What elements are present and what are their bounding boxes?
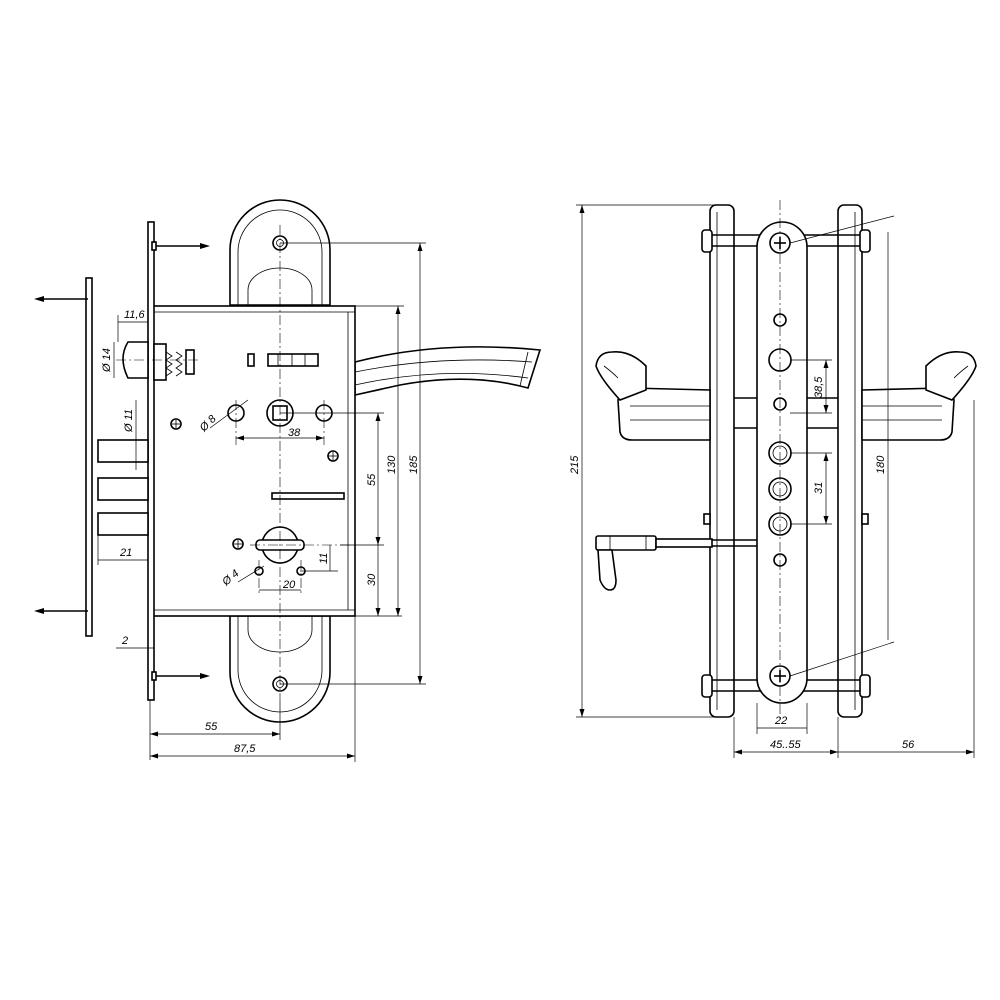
screw-icon	[327, 450, 339, 462]
front-view: 215 38,5 31 180 22 45..55 56	[569, 200, 977, 758]
dim-label: 130	[386, 455, 398, 474]
dim-label: 56	[902, 739, 915, 751]
dim-label: 185	[408, 455, 420, 474]
dim-label: 30	[366, 573, 378, 586]
dim-label: 11,6	[124, 309, 145, 321]
dim-label: 21	[119, 547, 132, 559]
mounting-nails	[34, 241, 210, 681]
dim-label: 38,5	[813, 376, 825, 398]
dim-label: 215	[569, 455, 581, 475]
screw-icon	[232, 538, 244, 550]
dim-label: Ø 14	[101, 348, 113, 373]
lever-handle	[354, 346, 542, 396]
dim-label: Ø 11	[123, 409, 135, 433]
dim-label: 11	[318, 553, 330, 564]
strike-plate	[85, 277, 93, 637]
dead-bolts	[97, 439, 149, 536]
left-plate	[709, 204, 735, 718]
dim-label: 45..55	[770, 739, 801, 751]
right-lever-icon	[861, 350, 977, 441]
dim-label: 20	[282, 579, 296, 591]
screw-icon	[170, 418, 182, 430]
face-plate	[147, 221, 155, 701]
right-plate	[837, 204, 863, 718]
front-dimensions	[576, 204, 975, 758]
left-lever-icon	[595, 350, 711, 441]
dim-label: 55	[366, 473, 378, 486]
dim-label: 87,5	[234, 743, 256, 755]
side-view: 11,6 Ø 14 Ø 11 Ø 8 38 55 130 185 11 20 Ø…	[34, 199, 542, 762]
lock-case	[149, 305, 356, 617]
side-dimensions	[97, 242, 426, 762]
dim-label: 38	[288, 427, 301, 439]
dim-label: 2	[121, 635, 128, 647]
dimension-arrows	[150, 205, 974, 759]
dim-label: 180	[875, 455, 887, 474]
dim-label: 22	[774, 715, 787, 727]
dim-label: 31	[813, 482, 825, 494]
center-faceplate	[756, 221, 808, 704]
key-icon	[595, 535, 713, 591]
dim-label: 55	[205, 721, 218, 733]
